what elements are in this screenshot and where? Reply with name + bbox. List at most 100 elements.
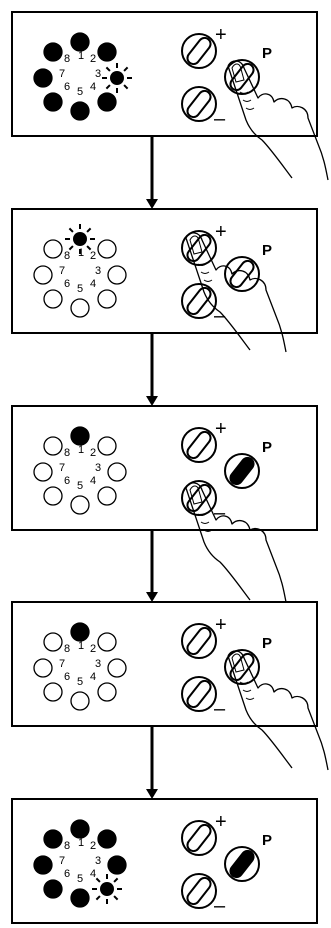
led-number-3: 3 [95,462,101,474]
led-7-off [33,658,53,678]
knuckle-line [245,107,255,110]
plus-button [181,820,217,856]
pointing-finger-icon [185,232,287,353]
arrow-head [146,396,158,406]
led-2-on [97,829,117,849]
led-number-2: 2 [90,643,96,655]
knuckle-line [203,529,213,532]
oval-button-icon [186,823,212,853]
down-arrow-icon [146,136,158,209]
led-3-off [107,658,127,678]
led-number-8: 8 [64,447,70,459]
minus-button [181,676,217,712]
led-number-4: 4 [90,278,96,290]
led-1-on [70,819,90,839]
led-number-2: 2 [90,250,96,262]
knuckle-line [197,263,207,266]
led-6-off [43,289,63,309]
led-number-3: 3 [95,658,101,670]
down-arrow-icon [146,333,158,406]
led-number-8: 8 [64,53,70,65]
led-7-on [33,855,53,875]
led-4-off [97,682,117,702]
led-number-7: 7 [59,658,65,670]
led-number-2: 2 [90,447,96,459]
plus-button [181,33,217,69]
oval-button-icon [186,430,212,460]
knuckle-line [203,279,213,282]
p-label: P [262,242,272,259]
hand-outline [185,232,287,353]
p-button [224,256,260,292]
led-number-4: 4 [90,81,96,93]
minus-label: – [214,895,226,917]
led-number-4: 4 [90,475,96,487]
knuckle-line [242,99,252,102]
led-number-2: 2 [90,53,96,65]
led-6-on [43,879,63,899]
down-arrow-icon [146,726,158,799]
panel-frame [11,405,318,531]
blink-rays-icon [92,874,122,904]
led-3-off [107,462,127,482]
led-number-5: 5 [77,676,83,688]
minus-button [181,283,217,319]
led-number-6: 6 [64,278,70,290]
p-label: P [262,635,272,652]
p-label: P [262,832,272,849]
led-blinking [73,232,87,246]
led-2-off [97,632,117,652]
led-number-3: 3 [95,68,101,80]
led-number-7: 7 [59,68,65,80]
oval-button-icon [186,876,212,906]
oval-button-icon [186,233,212,263]
fingernail [231,63,245,83]
led-blinking [100,882,114,896]
oval-button-icon [186,679,212,709]
plus-label: + [215,221,227,243]
led-number-1: 1 [78,837,84,849]
arrow-head [146,592,158,602]
panel-frame [11,798,318,924]
led-number-8: 8 [64,840,70,852]
led-1-on [70,32,90,52]
oval-button-icon [229,62,255,92]
led-7-off [33,265,53,285]
knuckle-line [245,697,255,700]
led-8-off [43,239,63,259]
minus-label: – [214,108,226,130]
led-6-off [43,682,63,702]
plus-label: + [215,811,227,833]
led-8-on [43,42,63,62]
led-6-on [43,92,63,112]
led-8-on [43,829,63,849]
plus-label: + [215,418,227,440]
p-button [224,453,260,489]
plus-label: + [215,24,227,46]
arrow-head [146,199,158,209]
hand-outline [227,60,329,181]
fingernail [189,235,203,255]
led-number-6: 6 [64,671,70,683]
led-number-7: 7 [59,265,65,277]
knuckle-line [200,271,210,274]
led-number-8: 8 [64,643,70,655]
led-number-6: 6 [64,475,70,487]
blink-rays-icon [102,63,132,93]
p-button [224,649,260,685]
plus-button [181,427,217,463]
oval-button-icon [186,626,212,656]
led-number-5: 5 [77,873,83,885]
knuckle-line [239,91,249,94]
arrow-head [146,789,158,799]
led-3-on [107,855,127,875]
minus-button [181,873,217,909]
led-3-off [107,265,127,285]
led-number-4: 4 [90,671,96,683]
led-4-off [97,289,117,309]
